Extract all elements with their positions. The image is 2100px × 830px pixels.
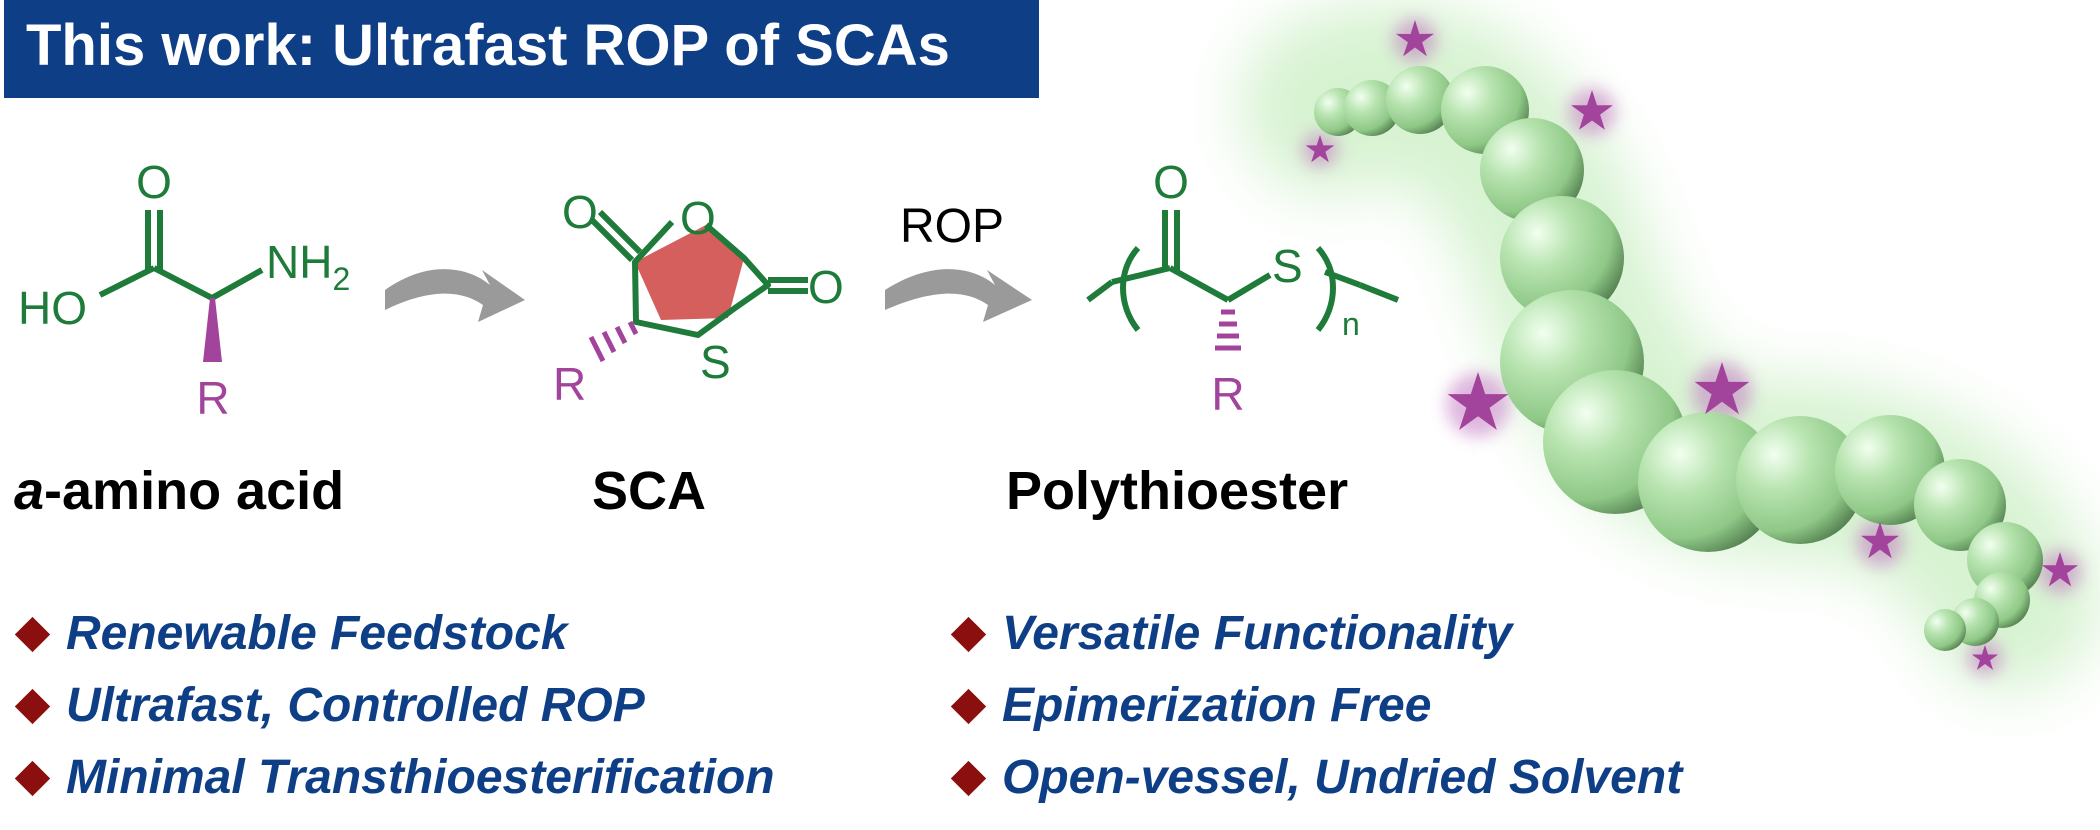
star-icon: [1447, 372, 1509, 430]
hashed-bond: [588, 320, 639, 363]
bond: [597, 209, 643, 255]
atom-nh2: NH2: [266, 236, 350, 297]
star-icon: [1971, 645, 1999, 670]
feature-open-vessel-undried-solvent: Open-vessel, Undried Solvent: [1002, 751, 1683, 804]
bond: [210, 267, 264, 301]
sca-structure: O O O S R: [553, 186, 844, 410]
subscript-n: n: [1342, 306, 1360, 342]
star-icon: [2041, 552, 2079, 587]
beads: [1314, 66, 2043, 651]
alpha-symbol: a: [14, 461, 45, 521]
bond: [152, 265, 214, 301]
star-icon: [1396, 20, 1434, 57]
feature-renewable-feedstock: Renewable Feedstock: [66, 607, 568, 660]
star-icon: [1861, 522, 1899, 559]
stars: [1305, 20, 2079, 670]
amino-acid-structure: O HO NH2 R: [18, 156, 350, 424]
sca-label: SCA: [592, 461, 707, 521]
atom-s: S: [700, 336, 731, 388]
bead: [1386, 66, 1454, 134]
atom-r: R: [1211, 368, 1244, 420]
left-bracket: [1120, 245, 1141, 332]
reaction-arrow-2: [885, 269, 1032, 322]
right-bracket: [1315, 245, 1336, 332]
polymer-structure: O S n R: [1086, 156, 1400, 420]
star-icon: [1571, 90, 1613, 130]
feature-ultrafast-controlled-rop: Ultrafast, Controlled ROP: [66, 679, 645, 732]
bond: [1168, 265, 1230, 303]
bond: [589, 217, 635, 263]
atom-ho: HO: [18, 282, 87, 334]
ring-bonds: [632, 219, 771, 338]
amino-acid-label-text: -amino acid: [44, 461, 345, 521]
bead: [1736, 416, 1864, 544]
feature-versatile-functionality: Versatile Functionality: [1002, 607, 1513, 660]
hashed-bond: [1215, 309, 1241, 351]
bead: [1500, 196, 1624, 320]
atom-o-left: O: [562, 186, 598, 238]
atom-s: S: [1272, 240, 1303, 292]
bond: [98, 265, 156, 298]
bead: [1480, 118, 1584, 222]
bond: [1358, 282, 1400, 303]
arrow-label-rop: ROP: [900, 200, 1004, 253]
atom-o-ring: O: [680, 192, 716, 244]
atom-o: O: [136, 156, 172, 208]
banner-title: This work: Ultrafast ROP of SCAs: [26, 13, 950, 78]
bead: [1924, 609, 1966, 651]
polymer-chain-illustration: [1240, 2, 2100, 690]
reaction-arrow-1: [385, 269, 525, 322]
feature-epimerization-free: Epimerization Free: [1002, 679, 1432, 732]
bead: [1638, 412, 1778, 552]
atom-o-right: O: [808, 261, 844, 313]
polythioester-label: Polythioester: [1006, 461, 1349, 521]
bead: [1344, 80, 1400, 136]
bead: [1914, 459, 2006, 551]
atom-o: O: [1153, 156, 1189, 208]
atom-r: R: [196, 372, 229, 424]
star-icon: [1694, 362, 1750, 415]
title-banner: This work: Ultrafast ROP of SCAs: [4, 0, 1039, 98]
atom-r: R: [553, 358, 586, 410]
amino-acid-label: a-amino acid: [14, 460, 344, 522]
star-icon: [1305, 135, 1335, 163]
wedge-bond: [203, 298, 222, 362]
bond: [1086, 279, 1114, 303]
feature-minimal-transthioesterification: Minimal Transthioesterification: [66, 751, 775, 804]
bond: [1226, 272, 1272, 303]
ring-fill: [635, 225, 744, 320]
